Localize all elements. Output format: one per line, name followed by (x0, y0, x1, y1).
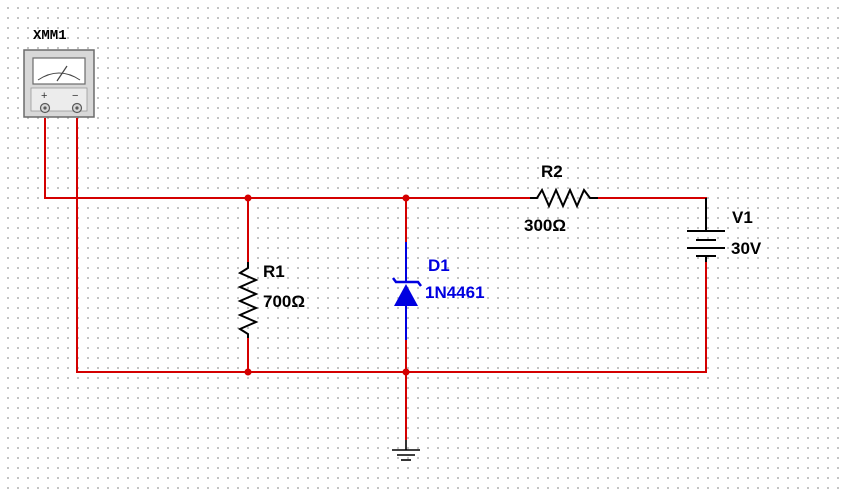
multimeter-icon (23, 49, 95, 118)
resistor-icon (237, 262, 259, 338)
zener-diode-icon (392, 242, 422, 340)
ground-icon (392, 440, 420, 461)
junction-dot (402, 194, 410, 202)
multimeter-plus-terminal[interactable] (39, 102, 51, 114)
battery-icon (687, 198, 725, 262)
resistor-icon (530, 187, 598, 209)
resistor-r1-ref: R1 (263, 262, 285, 281)
source-v1-ref: V1 (732, 208, 753, 227)
wire-meter-plus-to-top-rail[interactable] (44, 118, 248, 199)
multimeter-minus-sign: − (72, 90, 78, 102)
resistor-r1[interactable]: R1 700Ω (237, 262, 305, 338)
resistor-r1-value: 700Ω (263, 292, 305, 311)
source-v1-value: 30V (731, 239, 762, 258)
multimeter-label: XMM1 (33, 28, 67, 44)
junction-dot (244, 194, 252, 202)
resistor-r2[interactable]: R2 300Ω (524, 162, 598, 235)
wire-meter-minus-to-bottom-rail[interactable] (76, 118, 248, 373)
voltage-source-v1[interactable]: V1 30V (687, 198, 762, 262)
ground-symbol[interactable] (392, 440, 420, 461)
resistor-r2-ref: R2 (541, 162, 563, 181)
diode-d1-ref: D1 (428, 256, 450, 275)
diode-d1-part: 1N4461 (425, 283, 485, 302)
wire-bottom-rail-d1-to-v1[interactable] (406, 262, 707, 373)
resistor-r2-value: 300Ω (524, 216, 566, 235)
multimeter-minus-terminal[interactable] (71, 102, 83, 114)
wire-r2-to-v1[interactable] (598, 197, 707, 222)
multimeter-plus-sign: + (41, 90, 47, 102)
junction-dot (244, 368, 252, 376)
multimeter-xmm1[interactable]: XMM1 + − (23, 28, 95, 118)
zener-diode-d1[interactable]: D1 1N4461 (392, 242, 485, 340)
junction-dot (402, 368, 410, 376)
